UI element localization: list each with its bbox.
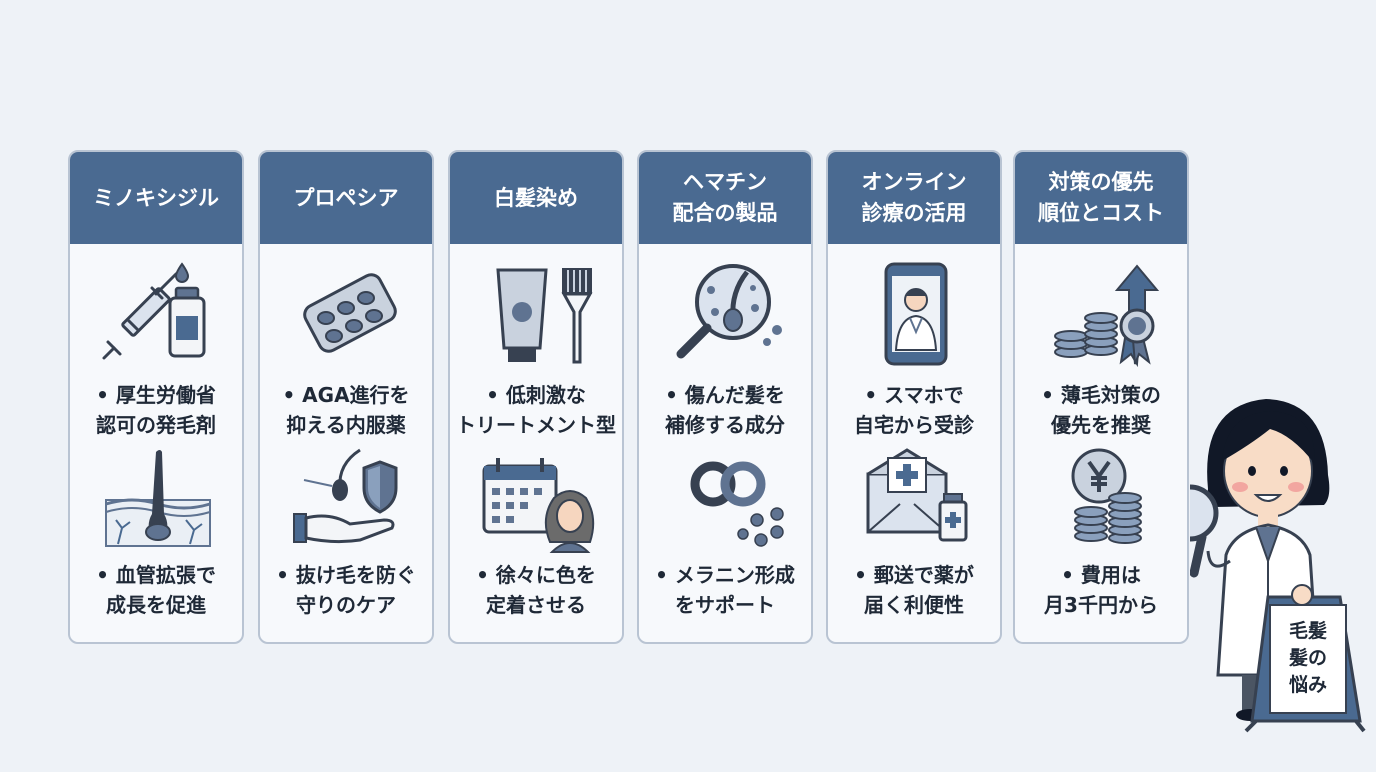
bullet-text: • 血管拡張で (96, 563, 216, 587)
card-title: プロペシア (293, 185, 399, 210)
card-propecia: プロペシア • AGA進行を 抑える内服薬 (258, 150, 434, 644)
card-title-line2: 診療の活用 (861, 201, 967, 225)
bullet-text-cont: 補修する成分 (665, 413, 785, 437)
card-hematin: ヘマチン 配合の製品 • 傷んだ髪を 補修する成分 • メラニン形成 をサポート (637, 150, 813, 644)
bullet-text: • スマホで (864, 383, 964, 407)
yen-coins-icon (1035, 444, 1171, 554)
pill-blister-icon (280, 258, 416, 368)
card-header: 白髪染め (450, 152, 622, 244)
hair-follicle-icon (90, 444, 226, 554)
card-gray-hair-dye: 白髪染め • 低刺激な トリートメント型 (448, 150, 624, 644)
sign-text-line: 毛髪 (1288, 620, 1327, 642)
card-title: ヘマチン (683, 170, 767, 194)
magnifier-hair-icon (659, 258, 795, 368)
sign-text-line: 髪の (1288, 647, 1327, 669)
phone-doctor-icon (848, 258, 984, 368)
card-header: 対策の優先 順位とコスト (1015, 152, 1187, 244)
bullet-text-cont: トリートメント型 (456, 413, 616, 437)
sign-board: 毛髪 髪の 悩み (1282, 618, 1334, 699)
bullet-text-cont: 抑える内服薬 (286, 413, 406, 437)
doctor-magnifier-icon (1161, 385, 1376, 768)
mail-medicine-icon (848, 444, 984, 554)
bullet-text: • 徐々に色を (476, 563, 596, 587)
bullet-text-cont: 守りのケア (296, 593, 396, 617)
card-header: オンライン 診療の活用 (828, 152, 1000, 244)
card-priority-cost: 対策の優先 順位とコスト • 薄毛対策の 優先を推奨 (1013, 150, 1189, 644)
bullet-text-cont: 自宅から受診 (854, 413, 974, 437)
syringe-vial-icon (90, 258, 226, 368)
molecule-rings-icon (659, 444, 795, 554)
card-header: プロペシア (260, 152, 432, 244)
card-online-consultation: オンライン 診療の活用 • スマホで 自宅から受診 • 郵送で薬が 届く利便 (826, 150, 1002, 644)
bullet-text-cont: をサポート (675, 593, 775, 617)
card-title-line2: 配合の製品 (672, 201, 778, 225)
bullet-text: • 厚生労働省 (96, 383, 216, 407)
card-header: ミノキシジル (70, 152, 242, 244)
bullet-text-cont: 届く利便性 (864, 593, 964, 617)
card-header: ヘマチン 配合の製品 (639, 152, 811, 244)
bullet-text: • メラニン形成 (655, 563, 795, 587)
bullet-text: • 郵送で薬が (854, 563, 974, 587)
tube-brush-icon (470, 258, 606, 368)
bullet-text-cont: 定着させる (486, 593, 586, 617)
bullet-text-cont: 優先を推奨 (1051, 413, 1151, 437)
card-title: 白髪染め (494, 185, 578, 210)
bullet-text: • 費用は (1061, 563, 1141, 587)
bullet-text: • 抜け毛を防ぐ (276, 563, 416, 587)
bullet-text-cont: 月3千円から (1044, 593, 1158, 617)
sign-text-line: 悩み (1288, 674, 1327, 696)
card-title: 対策の優先 (1048, 170, 1154, 194)
calendar-woman-icon (470, 444, 606, 554)
hand-shield-icon (280, 444, 416, 554)
card-minoxidil: ミノキシジル • 厚生労働省 認可の発毛剤 (68, 150, 244, 644)
bullet-text: • 低刺激な (486, 383, 586, 407)
bullet-text: • 傷んだ髪を (665, 383, 785, 407)
card-title: ミノキシジル (93, 185, 219, 210)
card-title-line2: 順位とコスト (1038, 201, 1164, 225)
bullet-text: • AGA進行を (282, 383, 410, 407)
bullet-text-cont: 認可の発毛剤 (96, 413, 216, 437)
bullet-text-cont: 成長を促進 (106, 593, 206, 617)
bullet-text: • 薄毛対策の (1041, 383, 1161, 407)
coins-arrow-badge-icon (1035, 258, 1171, 368)
card-title: オンライン (861, 170, 967, 194)
